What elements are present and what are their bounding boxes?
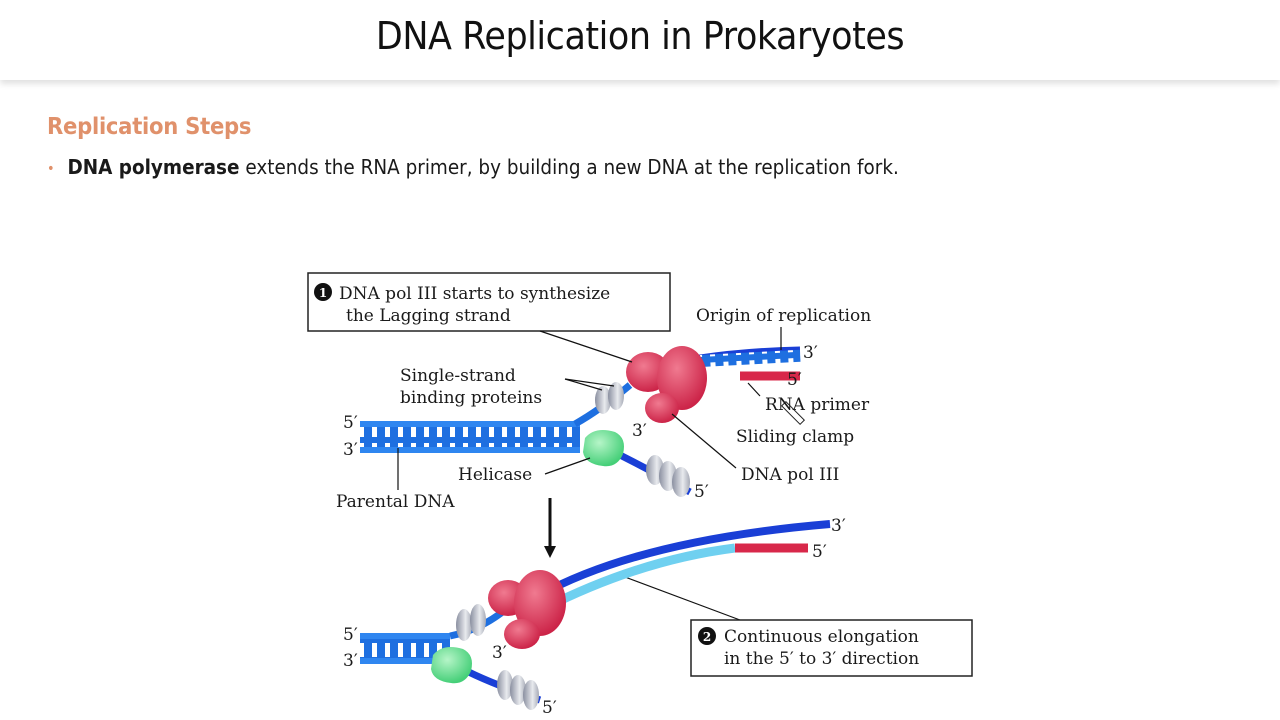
label-3prime-mid: 3′ [632,421,647,441]
label-5prime-bottom-right: 5′ [812,542,827,562]
parental-duplex [360,424,580,450]
callout-1-line-2: the Lagging strand [346,306,511,326]
label-parental: Parental DNA [336,492,455,512]
label-5prime-lower: 5′ [694,482,709,502]
label-3prime-bottom-right: 3′ [831,516,846,536]
callout-box-1: 1 DNA pol III starts to synthesize the L… [307,272,671,332]
label-dna-pol: DNA pol III [741,465,839,485]
bullet-item: • DNA polymerase extends the RNA primer, … [47,155,899,179]
label-5prime-bottom: 5′ [343,625,358,645]
section-heading: Replication Steps [47,114,252,140]
callout-2-line-1: Continuous elongation [724,627,919,647]
callout-box-2: 2 Continuous elongation in the 5′ to 3′ … [690,619,973,677]
label-5prime-right: 5′ [787,370,802,390]
leading-strand-elongated [538,520,831,599]
ssb-protein [595,386,611,414]
label-3prime-right: 3′ [803,343,818,363]
header-bar: DNA Replication in Prokaryotes [0,0,1280,80]
label-5prime-top: 5′ [343,413,358,433]
label-helicase: Helicase [458,465,532,485]
label-origin: Origin of replication [696,306,871,326]
label-3prime-top: 3′ [343,440,358,460]
label-5prime-bottom-lower: 5′ [542,698,557,718]
bullet-text: extends the RNA primer, by building a ne… [239,155,899,179]
label-ssb-2: binding proteins [400,388,542,408]
helicase-protein [431,647,472,684]
label-rna-primer: RNA primer [765,395,870,415]
step-1-badge-icon [314,283,332,301]
label-3prime-bottom-mid: 3′ [492,643,507,663]
page-title: DNA Replication in Prokaryotes [375,14,905,58]
step-1-number: 1 [319,286,327,300]
leader-lines [397,327,782,621]
down-arrow-icon [544,498,556,558]
step-2-badge-icon [698,627,716,645]
bullet-icon: • [47,160,55,177]
bottom-fork [360,520,831,710]
label-3prime-bottom: 3′ [343,651,358,671]
callout-1-line-1: DNA pol III starts to synthesize [339,284,610,304]
label-ssb-1: Single-strand [400,366,516,386]
callout-2-line-2: in the 5′ to 3′ direction [724,649,919,669]
sliding-clamp [780,400,806,426]
helicase-protein [583,430,624,467]
bullet-bold-term: DNA polymerase [67,155,240,179]
top-fork [360,346,806,497]
step-2-number: 2 [703,630,711,644]
label-sliding-clamp: Sliding clamp [736,427,854,447]
